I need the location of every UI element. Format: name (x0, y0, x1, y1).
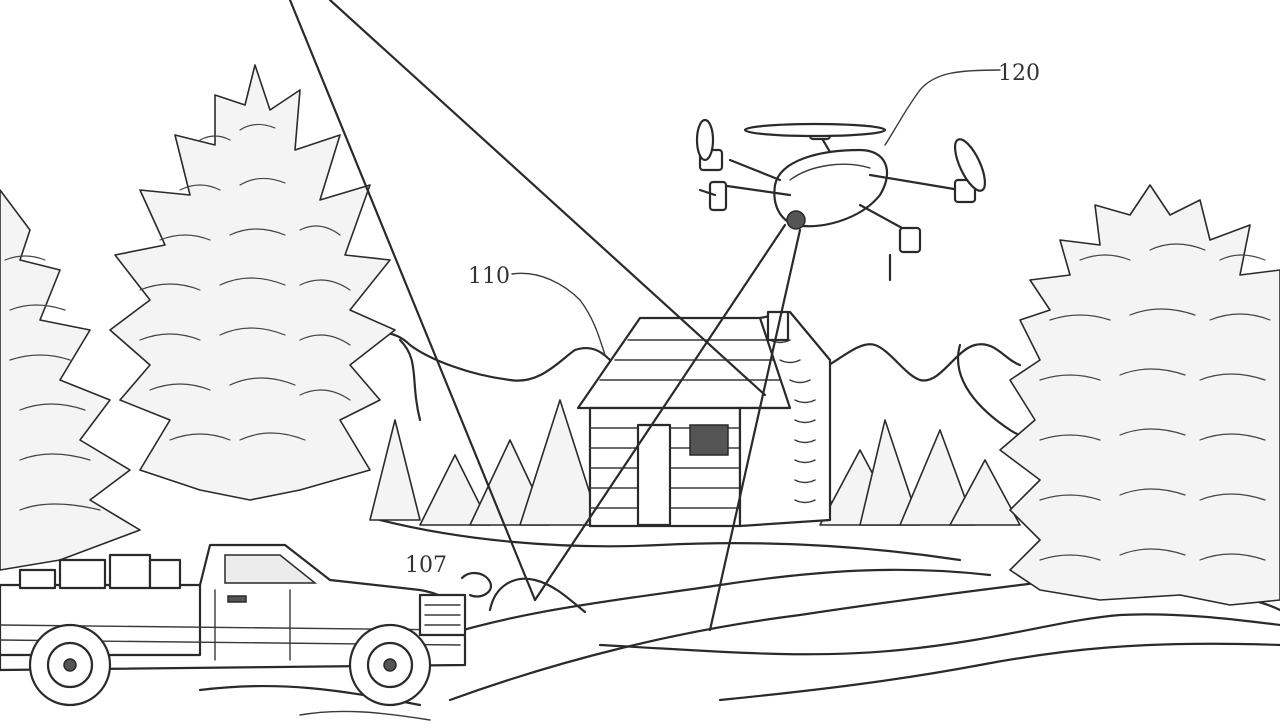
marker-object (460, 572, 587, 614)
label-drone: 120 (998, 61, 1040, 86)
pine-row-center (369, 399, 1021, 526)
log-cabin (576, 310, 832, 528)
pickup-truck (0, 543, 467, 707)
drone (695, 118, 987, 282)
leader-lines (511, 69, 1001, 356)
label-cabin: 110 (468, 264, 510, 289)
tree-left-large (109, 64, 396, 501)
label-marker: 107 (405, 553, 447, 578)
sightlines (288, 0, 802, 632)
tree-far-left (0, 189, 141, 571)
tree-right-group (999, 184, 1280, 606)
